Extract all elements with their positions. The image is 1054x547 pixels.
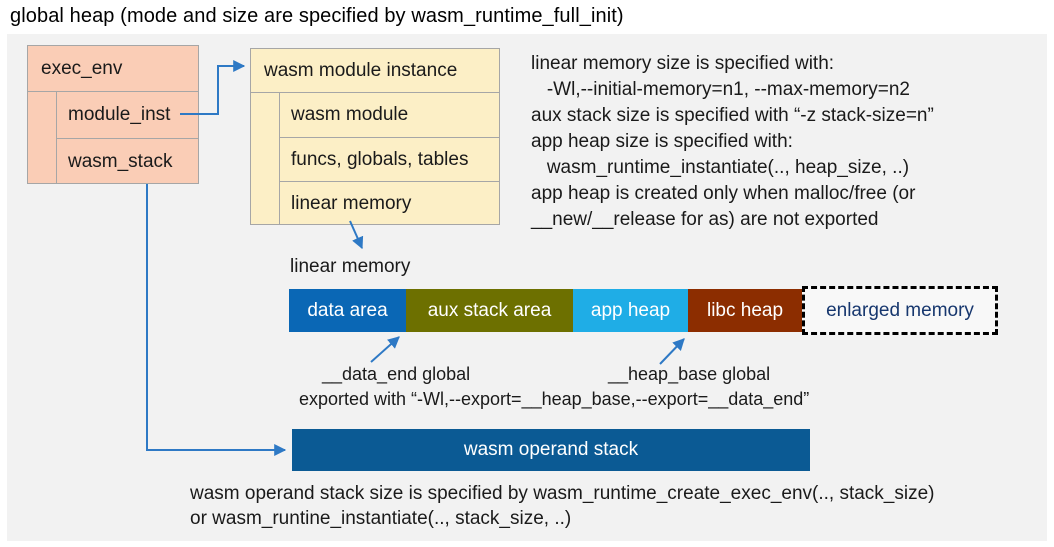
note-line: linear memory size is specified with: — [531, 53, 835, 74]
segment-aux-stack-area: aux stack area — [406, 289, 573, 332]
exec-env-field-module-inst: module_inst — [56, 92, 198, 138]
linear-memory-bar: data area aux stack area app heap libc h… — [289, 286, 998, 335]
module-instance-field-wasm-module: wasm module — [279, 93, 499, 137]
note-line: app heap size is specified with: — [531, 131, 793, 152]
annotation-data-end: __data_end global — [322, 364, 471, 384]
segment-enlarged-memory: enlarged memory — [802, 286, 998, 335]
annotation-exported: exported with “-Wl,--export=__heap_base,… — [299, 389, 810, 409]
segment-libc-heap: libc heap — [688, 289, 802, 332]
diagram-title: global heap (mode and size are specified… — [10, 5, 624, 27]
operand-stack-bar: wasm operand stack — [292, 429, 810, 471]
note-line: app heap is created only when malloc/fre… — [531, 183, 916, 204]
note-line: wasm_runtime_instantiate(.., heap_size, … — [531, 157, 910, 178]
exec-env-field-wasm-stack: wasm_stack — [56, 138, 198, 184]
module-instance-field-funcs-globals-tables: funcs, globals, tables — [279, 137, 499, 181]
note-line: __new/__release for as) are not exported — [531, 209, 879, 230]
footer-line: or wasm_runtine_instantiate(.., stack_si… — [190, 508, 572, 529]
exec-env-title: exec_env — [28, 46, 198, 92]
footer-note: wasm operand stack size is specified by … — [190, 481, 935, 531]
exec-env-box: exec_env module_inst wasm_stack — [27, 45, 199, 184]
module-instance-field-linear-memory: linear memory — [279, 181, 499, 225]
segment-app-heap: app heap — [573, 289, 688, 332]
annotation-heap-base: __heap_base global — [608, 364, 771, 384]
module-instance-box: wasm module instance wasm module funcs, … — [250, 48, 500, 225]
segment-data-area: data area — [289, 289, 406, 332]
module-instance-title: wasm module instance — [251, 49, 499, 93]
linear-memory-label: linear memory — [290, 256, 411, 277]
note-line: aux stack size is specified with “-z sta… — [531, 105, 934, 126]
footer-line: wasm operand stack size is specified by … — [190, 483, 935, 504]
note-line: -Wl,--initial-memory=n1, --max-memory=n2 — [531, 79, 910, 100]
size-notes: linear memory size is specified with: -W… — [531, 51, 934, 233]
